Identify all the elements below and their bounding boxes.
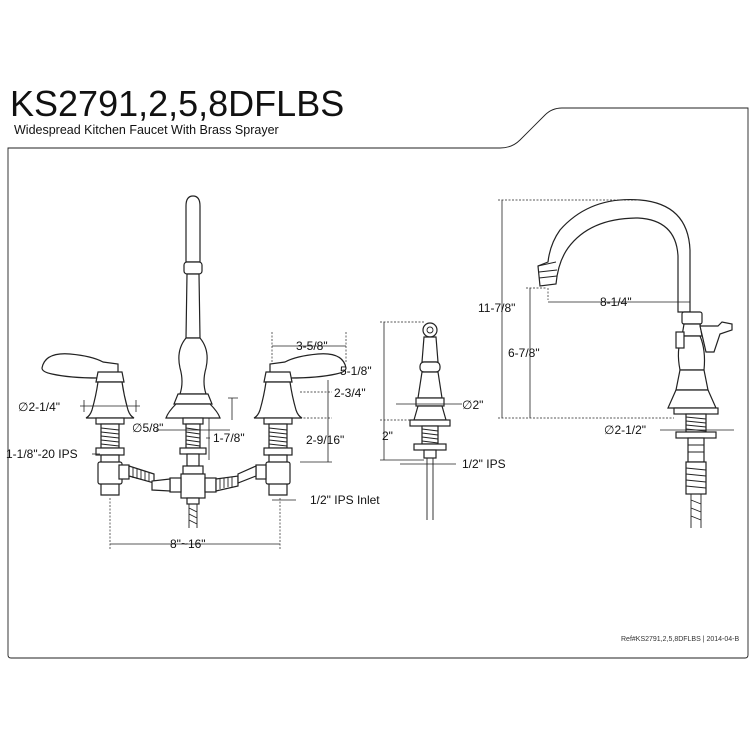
center-spout (151, 195, 239, 528)
dim-faucet-height: 11-7/8" (478, 301, 515, 315)
dim-sprayer-thread: 1/2" IPS (462, 457, 506, 471)
dim-spread: 8"~16" (170, 537, 206, 551)
right-handle (237, 353, 347, 496)
dim-handle-diameter: ∅2-1/4" (18, 400, 60, 414)
left-hose (118, 464, 155, 484)
sprayer (409, 322, 451, 520)
dim-shank-length: 1-7/8" (213, 431, 245, 445)
page-subtitle: Widespread Kitchen Faucet With Brass Spr… (14, 123, 279, 137)
dim-sprayer-height: 5-1/8" (340, 364, 372, 378)
dim-handle-height: 2-3/4" (334, 386, 366, 400)
page-title: KS2791,2,5,8DFLBS (10, 83, 345, 124)
dim-spout-clearance: 6-7/8" (508, 346, 540, 360)
left-handle (41, 353, 135, 496)
dim-sprayer-shank: 2" (382, 429, 393, 443)
dim-sprayer-base-diameter: ∅2" (462, 398, 483, 412)
dim-valve-thread: 1-1/8"-20 IPS (6, 447, 78, 461)
dim-inlet: 1/2" IPS Inlet (310, 493, 380, 507)
dim-spout-reach: 8-1/4" (600, 295, 632, 309)
dim-spout-diameter: ∅5/8" (132, 421, 163, 435)
dim-valve-shank: 2-9/16" (306, 433, 344, 447)
dim-handle-reach: 3-5/8" (296, 339, 328, 353)
faucet-side-view (537, 198, 733, 528)
dim-base-diameter: ∅2-1/2" (604, 423, 646, 437)
dimension-lines (80, 199, 734, 550)
reference-code: Ref#KS2791,2,5,8DFLBS | 2014-04-B (621, 636, 740, 643)
diagram-frame (7, 107, 749, 659)
